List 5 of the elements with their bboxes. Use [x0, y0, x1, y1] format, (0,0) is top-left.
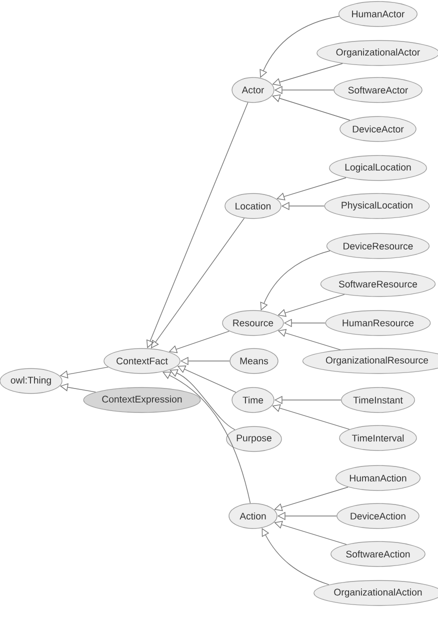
arrow: [262, 528, 330, 586]
arrow: [276, 177, 346, 200]
arrow: [260, 16, 340, 78]
arrow: [272, 404, 350, 430]
arrow: [170, 369, 236, 430]
